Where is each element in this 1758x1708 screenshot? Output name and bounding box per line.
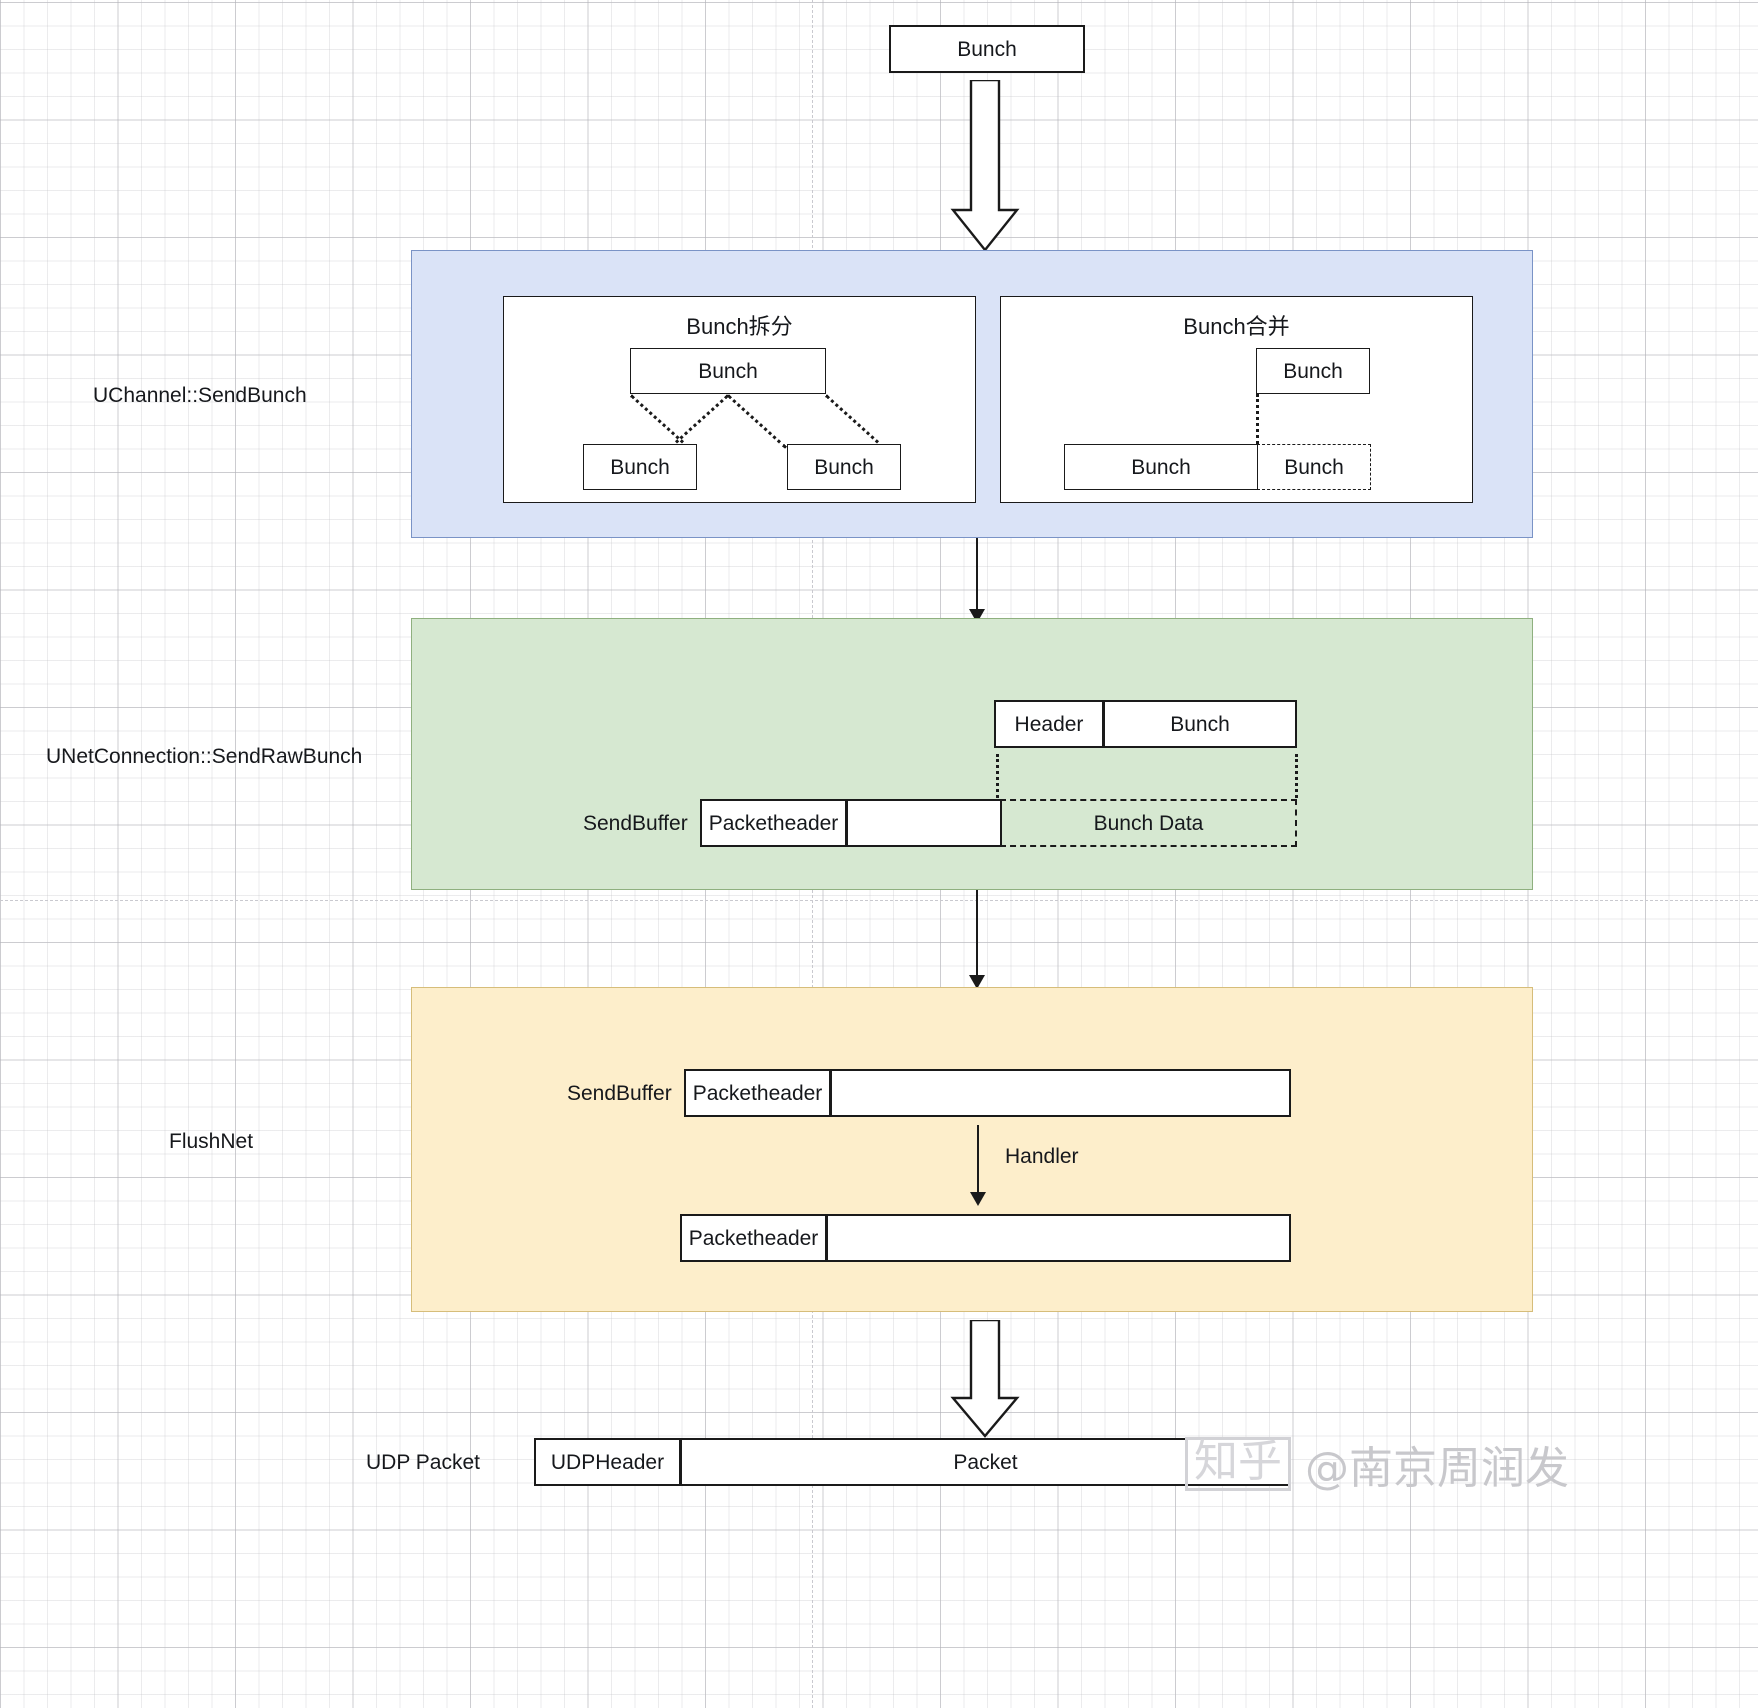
page-guide-horizontal <box>0 900 1758 901</box>
flushnet-payload-in <box>830 1069 1291 1117</box>
handler-label: Handler <box>1005 1145 1079 1168</box>
header-cell: Header <box>994 700 1104 748</box>
stage-label-send-raw-bunch: UNetConnection::SendRawBunch <box>46 745 363 768</box>
block-arrow-to-udp <box>947 1320 1023 1438</box>
udp-packet-cell: Packet <box>680 1438 1291 1486</box>
bunchdata-connector-left <box>996 754 999 798</box>
sendbuffer-gap-green <box>846 799 1002 847</box>
header-row-bunch-cell: Bunch <box>1103 700 1297 748</box>
merge-connector-left <box>1256 394 1259 444</box>
stage-label-udp-packet: UDP Packet <box>366 1451 480 1474</box>
sendbuffer-label-green: SendBuffer <box>583 812 688 835</box>
sendbuffer-bunchdata-green: Bunch Data <box>1000 799 1297 847</box>
watermark: 知乎 @南京周润发 <box>1185 1432 1569 1496</box>
bunchdata-connector-right <box>1295 754 1298 798</box>
handler-arrow-line <box>977 1125 979 1197</box>
arrow-sendrawbunch-to-flushnet-line <box>976 890 978 980</box>
block-arrow-to-sendbunch <box>947 80 1023 252</box>
arrow-sendbunch-to-sendrawbunch-line <box>976 538 978 616</box>
watermark-logo: 知乎 <box>1185 1437 1291 1491</box>
split-parent-bunch: Bunch <box>630 348 826 394</box>
top-bunch-node: Bunch <box>889 25 1085 73</box>
bunch-split-title: Bunch拆分 <box>686 314 793 339</box>
split-child-bunch-1: Bunch <box>583 444 697 490</box>
flushnet-packetheader-in: Packetheader <box>684 1069 831 1117</box>
handler-arrow-head <box>970 1192 986 1206</box>
sendbuffer-label-yellow: SendBuffer <box>567 1082 672 1105</box>
stage-label-flush-net: FlushNet <box>169 1130 254 1153</box>
bunch-split-panel: Bunch拆分 <box>503 296 976 503</box>
stage-band-flush-net <box>411 987 1533 1312</box>
watermark-handle: @南京周润发 <box>1305 1443 1569 1494</box>
flushnet-packetheader-out: Packetheader <box>680 1214 827 1262</box>
merge-incoming-bunch: Bunch <box>1256 348 1370 394</box>
sendbuffer-packetheader-green: Packetheader <box>700 799 847 847</box>
udp-header-cell: UDPHeader <box>534 1438 681 1486</box>
bunch-merge-title: Bunch合并 <box>1183 314 1290 339</box>
merge-base-bunch: Bunch <box>1064 444 1258 490</box>
merge-appended-bunch: Bunch <box>1257 444 1371 490</box>
flushnet-payload-out <box>826 1214 1291 1262</box>
arrow-sendrawbunch-to-flushnet-head <box>969 975 985 989</box>
stage-band-send-raw-bunch <box>411 618 1533 890</box>
split-child-bunch-2: Bunch <box>787 444 901 490</box>
stage-label-send-bunch: UChannel::SendBunch <box>93 384 307 407</box>
